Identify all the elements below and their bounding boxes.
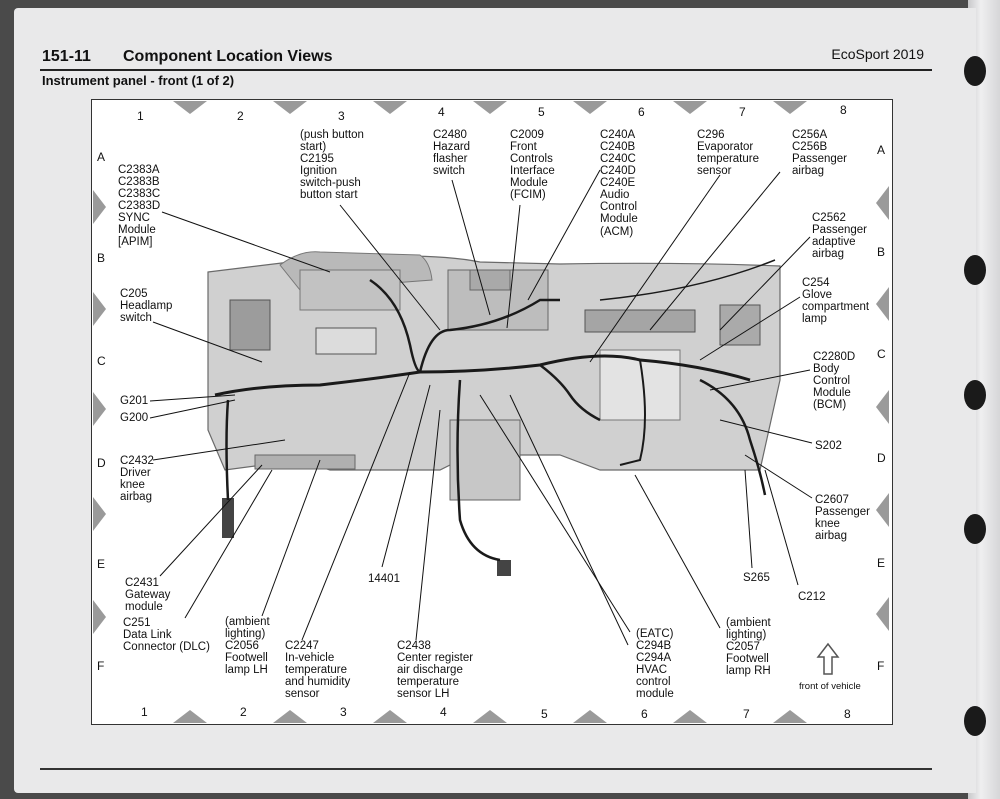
label-gateway-module: C2431 Gateway module — [125, 577, 171, 614]
grid-tick — [773, 101, 807, 114]
label-s265: S265 — [743, 572, 770, 584]
grid-col-label: 4 — [440, 705, 447, 719]
label-glove-lamp: C254 Glove compartment lamp — [802, 277, 870, 326]
grid-row-label: D — [877, 451, 886, 465]
grid-tick — [473, 101, 507, 114]
grid-tick — [373, 101, 407, 114]
grid-tick — [93, 190, 106, 224]
grid-col-label: 7 — [739, 105, 746, 119]
grid-tick — [273, 101, 307, 114]
grid-col-label: 2 — [237, 109, 244, 123]
label-driver-knee-airbag: C2432 Driver knee airbag — [120, 455, 154, 504]
binding-hole — [964, 706, 986, 736]
grid-tick — [373, 710, 407, 723]
grid-tick — [93, 600, 106, 634]
page-subtitle: Instrument panel - front (1 of 2) — [42, 73, 235, 88]
grid-col-label: 8 — [844, 707, 851, 721]
grid-col-label: 6 — [638, 105, 645, 119]
label-passenger-adaptive-airbag: C2562 Passenger adaptive airbag — [812, 212, 867, 261]
binding-hole — [964, 255, 986, 285]
grid-col-label: 1 — [137, 109, 144, 123]
grid-col-label: 8 — [840, 103, 847, 117]
label-g201: G201 — [120, 395, 149, 407]
grid-tick — [876, 390, 889, 424]
section-title: Component Location Views — [123, 48, 333, 65]
grid-col-label: 3 — [340, 705, 347, 719]
grid-row-label: D — [97, 456, 106, 470]
grid-row-label: F — [97, 659, 105, 673]
grid-col-label: 2 — [240, 705, 247, 719]
vehicle-model: EcoSport 2019 — [831, 46, 924, 62]
label-footwell-lamp-lh: (ambient lighting) C2056 Footwell lamp L… — [225, 616, 270, 677]
grid-row-label: C — [877, 347, 886, 361]
grid-tick — [573, 710, 607, 723]
grid-tick — [876, 493, 889, 527]
section-number: 151-11 — [42, 48, 91, 65]
grid-row-label: F — [877, 659, 885, 673]
grid-row-label: E — [877, 556, 886, 570]
grid-col-label: 6 — [641, 707, 648, 721]
grid-tick — [93, 497, 106, 531]
label-sync-module: C2383A C2383B C2383C C2383D SYNC Module … — [118, 164, 161, 249]
label-fcim: C2009 Front Controls Interface Module (F… — [510, 129, 555, 202]
grid-col-label: 7 — [743, 707, 750, 721]
label-bcm: C2280D Body Control Module (BCM) — [813, 351, 856, 412]
grid-tick — [573, 101, 607, 114]
label-dlc: C251 Data Link Connector (DLC) — [123, 617, 210, 654]
front-of-vehicle-label: front of vehicle — [799, 681, 861, 692]
label-passenger-airbag: C256A C256B Passenger airbag — [792, 129, 847, 178]
label-g200: G200 — [120, 412, 149, 424]
binding-hole — [964, 380, 986, 410]
grid-row-label: B — [877, 245, 886, 259]
grid-row-label: E — [97, 557, 106, 571]
label-14401: 14401 — [368, 573, 400, 585]
grid-tick — [273, 710, 307, 723]
binding-hole — [964, 514, 986, 544]
grid-tick — [173, 101, 207, 114]
grid-tick — [673, 710, 707, 723]
grid-col-label: 5 — [541, 707, 548, 721]
grid-row-label: B — [97, 251, 106, 265]
grid-tick — [173, 710, 207, 723]
grid-tick — [876, 186, 889, 220]
label-c212: C212 — [798, 591, 826, 603]
grid-tick — [773, 710, 807, 723]
grid-col-label: 4 — [438, 105, 445, 119]
grid-tick — [876, 287, 889, 321]
grid-tick — [93, 292, 106, 326]
grid-tick — [93, 392, 106, 426]
grid-col-label: 1 — [141, 705, 148, 719]
label-s202: S202 — [815, 440, 842, 452]
label-acm: C240A C240B C240C C240D C240E Audio Cont… — [600, 129, 638, 238]
binding-hole — [964, 56, 986, 86]
label-evap-sensor: C296 Evaporator temperature sensor — [697, 129, 760, 178]
grid-row-label: A — [877, 143, 886, 157]
grid-col-label: 5 — [538, 105, 545, 119]
grid-row-label: A — [97, 150, 106, 164]
label-center-register-sensor: C2438 Center register air discharge temp… — [397, 640, 474, 701]
label-footwell-lamp-rh: (ambient lighting) C2057 Footwell lamp R… — [726, 617, 771, 678]
grid-tick — [876, 597, 889, 631]
label-ignition-switch: (push button start) C2195 Ignition switc… — [300, 129, 364, 202]
label-passenger-knee-airbag: C2607 Passenger knee airbag — [815, 494, 870, 543]
grid-tick — [673, 101, 707, 114]
label-invehicle-sensor: C2247 In-vehicle temperature and humidit… — [285, 640, 351, 701]
grid-col-label: 3 — [338, 109, 345, 123]
label-hazard-switch: C2480 Hazard flasher switch — [433, 129, 471, 178]
header-rule — [40, 69, 932, 71]
grid-row-label: C — [97, 354, 106, 368]
label-hvac-module: (EATC) C294B C294A HVAC control module — [636, 628, 674, 701]
footer-rule — [40, 768, 932, 770]
label-headlamp-switch: C205 Headlamp switch — [120, 288, 173, 325]
grid-tick — [473, 710, 507, 723]
